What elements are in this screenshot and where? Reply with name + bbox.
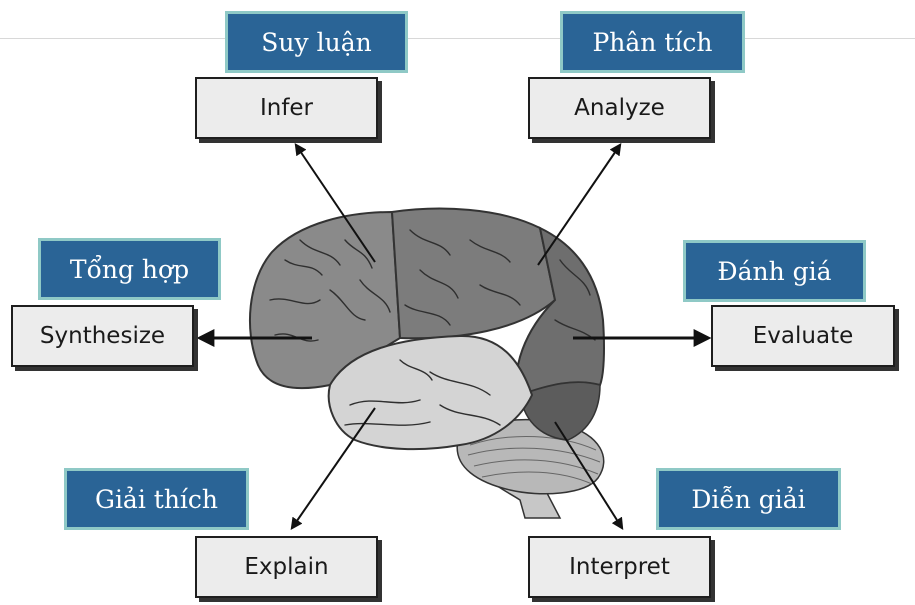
label-evaluate-vietnamese: Đánh giá [683,240,866,302]
box-analyze: Analyze [528,77,711,139]
box-explain: Explain [195,536,378,598]
label-analyze-vietnamese: Phân tích [560,11,745,73]
arrow-infer [294,143,376,263]
temporal-lobe [327,334,534,451]
box-infer: Infer [195,77,378,139]
label-interpret-vietnamese: Diễn giải [656,468,841,530]
label-explain-vietnamese: Giải thích [64,468,249,530]
box-evaluate: Evaluate [711,305,895,367]
occipital-tip [519,381,601,441]
header-rule [0,38,915,39]
label-infer-vietnamese: Suy luận [225,11,408,73]
arrow-analyze [537,143,622,266]
arrow-interpret [554,421,624,531]
label-synthesize-vietnamese: Tổng hợp [38,238,221,300]
parietal-lobe [390,207,557,340]
box-interpret: Interpret [528,536,711,598]
arrow-explain [290,407,376,530]
box-synthesize: Synthesize [11,305,194,367]
